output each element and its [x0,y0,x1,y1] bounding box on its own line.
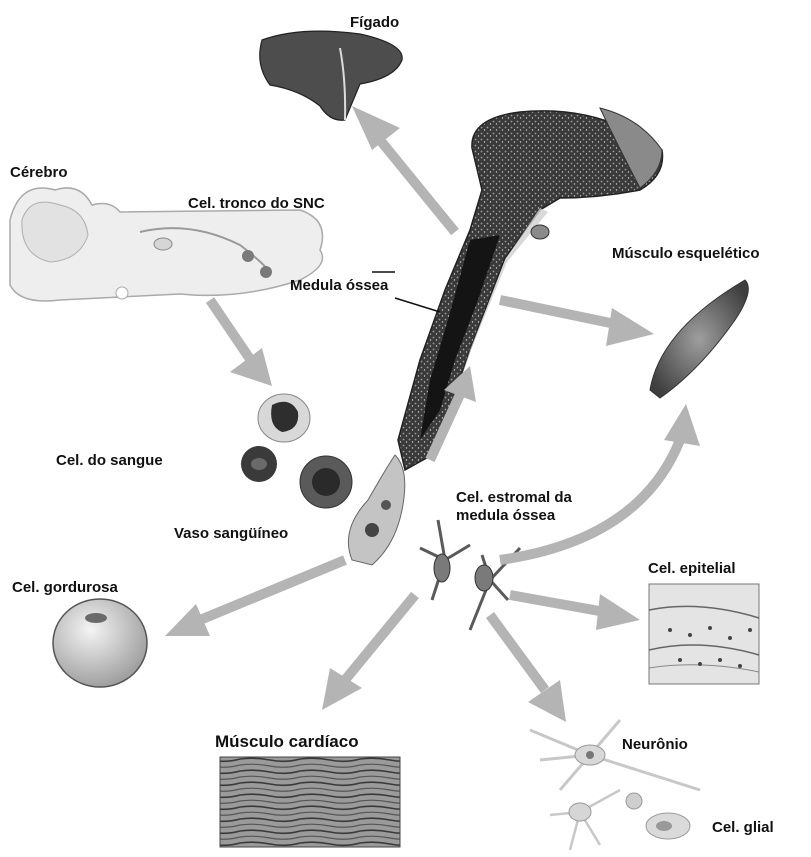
label-cel-estromal: Cel. estromal da medula óssea [456,489,626,525]
label-cel-tronco-snc: Cel. tronco do SNC [188,195,325,213]
liver-illustration [260,31,402,120]
arrow-brain-to-blood [210,300,272,386]
stromal-cells-illustration [420,520,520,630]
epithelial-illustration [649,584,759,684]
blood-cells-illustration [241,394,352,508]
arrow-to-skeletal-muscle [500,300,654,346]
label-cerebro: Cérebro [10,164,68,182]
label-cel-glial: Cel. glial [712,819,774,837]
skeletal-muscle-illustration [650,280,748,398]
label-cel-epitelial: Cel. epitelial [648,560,736,578]
label-vaso-sanguineo: Vaso sangüíneo [174,525,288,543]
label-medula-ossea: Medula óssea [290,277,388,295]
label-neuronio: Neurônio [622,736,688,754]
label-figado: Fígado [350,14,399,32]
bone-illustration [398,108,663,470]
arrow-stromal-to-skeletal-muscle [500,404,700,560]
label-musculo-esqueletico: Músculo esquelético [612,245,760,263]
blood-vessel-illustration [348,455,404,565]
arrow-to-liver [352,106,455,232]
cardiac-muscle-illustration [220,757,400,847]
arrow-to-fat-cell [165,560,345,636]
label-cel-gordurosa: Cel. gordurosa [12,579,118,597]
label-cel-sangue: Cel. do sangue [56,452,163,470]
arrow-to-neuron [490,615,566,722]
fat-cell-illustration [53,599,147,687]
arrow-to-cardiac-muscle [322,595,415,710]
label-musculo-cardiaco: Músculo cardíaco [215,733,359,751]
arrow-to-epithelial [510,594,640,630]
